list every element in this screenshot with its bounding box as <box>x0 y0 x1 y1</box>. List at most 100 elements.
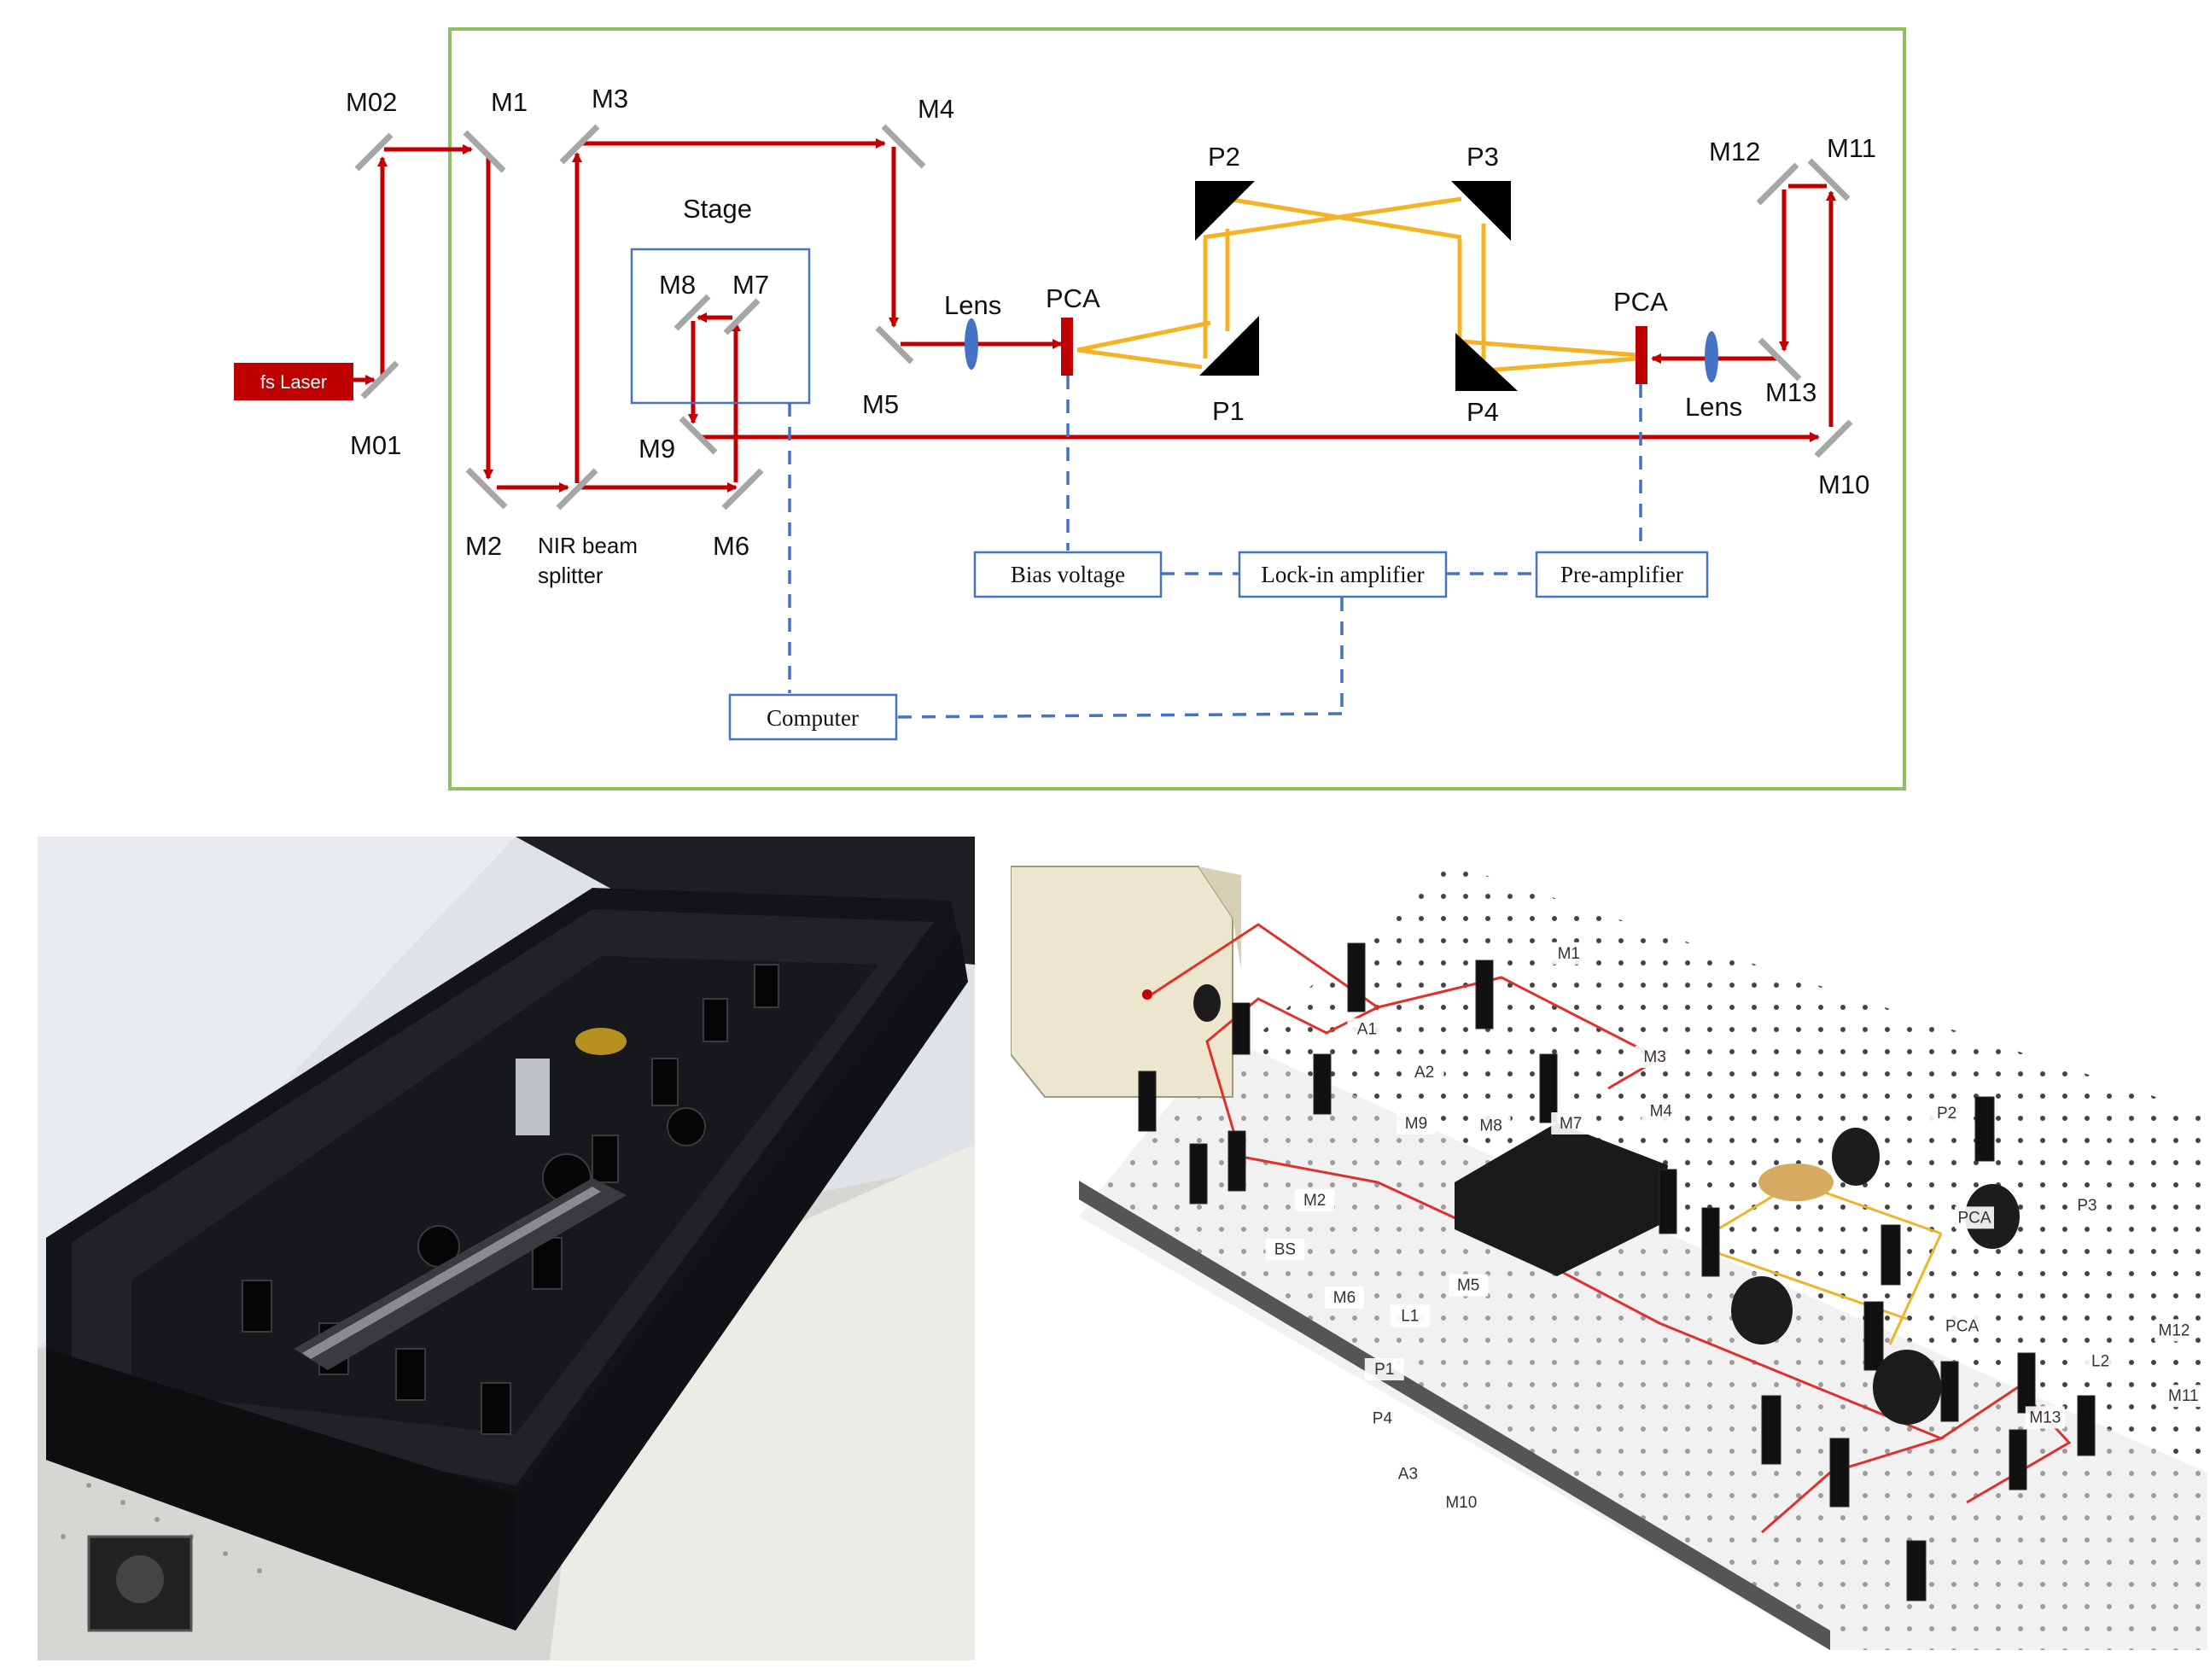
fs-laser <box>234 363 353 400</box>
render-label-m1: M1 <box>1558 945 1580 963</box>
mirror-m3 <box>559 124 600 165</box>
lockin-amplifier-box <box>1238 551 1448 598</box>
render-label-bg <box>1388 1462 1428 1485</box>
mirror-m12 <box>1756 162 1799 206</box>
bias-voltage-label: Bias voltage <box>1011 562 1125 587</box>
setup-photo <box>38 837 975 1660</box>
render-label-m6: M6 <box>1333 1289 1356 1307</box>
lens-detector <box>1705 331 1718 382</box>
pca-detector <box>1636 326 1647 384</box>
render-label-bg <box>2155 1319 2194 1342</box>
render-label-bg <box>1942 1315 1982 1338</box>
lens-label-detector: Lens <box>1685 392 1742 422</box>
label-p3: P3 <box>1467 142 1499 172</box>
render-label-bg <box>1471 1114 1511 1137</box>
render-label-bg <box>1927 1102 1967 1124</box>
label-p2: P2 <box>1208 142 1240 172</box>
render-label-bg <box>1548 942 1589 965</box>
computer-box <box>728 693 898 741</box>
laser-head <box>1011 866 1233 1098</box>
render-label-bg <box>2163 1385 2203 1408</box>
render-label-bg <box>1362 1407 1402 1430</box>
signal-lines <box>788 376 1642 719</box>
render-label-bg <box>1364 1358 1404 1380</box>
render-label-pca: PCA <box>1945 1318 1979 1336</box>
render-label-bg <box>2025 1406 2065 1429</box>
label-m3: M3 <box>592 84 628 114</box>
parabolic-mirror-p3 <box>1451 181 1511 241</box>
label-m5: M5 <box>862 389 899 419</box>
parabolic-mirror-p4 <box>1455 333 1518 391</box>
linear-stage-icon <box>294 1178 627 1370</box>
label-m13: M13 <box>1765 377 1816 407</box>
lens-label-emitter: Lens <box>944 290 1001 320</box>
render-label-bg <box>1265 1238 1305 1261</box>
beam-splitter-label-2: splitter <box>538 563 604 588</box>
render-label-bg <box>2080 1350 2120 1373</box>
render-label-bg <box>1955 1206 1994 1229</box>
preamplifier-label: Pre-amplifier <box>1560 562 1683 587</box>
render-label-m13: M13 <box>2029 1409 2061 1426</box>
render-label-bg <box>2067 1194 2107 1216</box>
render-label-bg <box>1449 1274 1489 1297</box>
label-m02: M02 <box>346 87 397 117</box>
label-m9: M9 <box>639 434 675 464</box>
render-label-m9: M9 <box>1405 1115 1427 1133</box>
label-m10: M10 <box>1818 470 1869 499</box>
mirror-m8 <box>673 294 711 331</box>
label-m01: M01 <box>350 430 401 460</box>
render-label-bg <box>1635 1046 1675 1068</box>
mirror-m2 <box>465 467 508 510</box>
electronics <box>728 551 1709 741</box>
render-label-m2: M2 <box>1303 1192 1326 1210</box>
label-m2: M2 <box>465 531 502 561</box>
render-label-bg <box>1325 1286 1364 1309</box>
render-label-bg <box>1641 1100 1681 1123</box>
render-label-p3: P3 <box>2077 1197 2096 1215</box>
lens-emitter <box>965 318 978 370</box>
render-label-l1: L1 <box>1401 1308 1419 1326</box>
pca-emitter <box>1061 318 1073 376</box>
thz-beam-path <box>1076 196 1638 373</box>
lockin-amplifier-label: Lock-in amplifier <box>1261 562 1424 587</box>
render-label-m10: M10 <box>1445 1494 1477 1512</box>
render-label-bg <box>1295 1189 1335 1211</box>
render-label-m11: M11 <box>2168 1387 2199 1405</box>
delay-stage <box>630 248 811 405</box>
mirror-m6 <box>721 468 764 510</box>
render-label-a1: A1 <box>1357 1021 1377 1039</box>
render-label-bg <box>1347 1018 1387 1041</box>
render-label-m8: M8 <box>1479 1117 1502 1135</box>
mirror-m11 <box>1807 158 1851 201</box>
label-m1: M1 <box>491 87 528 117</box>
label-m7: M7 <box>732 270 769 300</box>
setup-frame <box>448 27 1906 790</box>
mirror-m02 <box>354 132 394 172</box>
render-label-a3: A3 <box>1398 1465 1418 1483</box>
preamplifier-box <box>1535 551 1709 598</box>
render-label-m12: M12 <box>2159 1321 2190 1339</box>
render-label-bg <box>1404 1061 1444 1083</box>
render-label-bg <box>1390 1304 1430 1327</box>
render-label-m3: M3 <box>1643 1048 1665 1066</box>
render-label-a2: A2 <box>1414 1064 1434 1082</box>
mirror-m1 <box>463 130 506 173</box>
nir-beam-splitter <box>556 468 598 510</box>
render-label-bg <box>1551 1112 1591 1135</box>
mirrors <box>354 124 1853 510</box>
mirror-m10 <box>1814 419 1853 458</box>
label-m8: M8 <box>659 270 696 300</box>
label-p4: P4 <box>1467 397 1499 427</box>
render-label-m7: M7 <box>1560 1115 1582 1133</box>
mirror-m9 <box>679 416 718 455</box>
render-label-bg <box>1397 1112 1436 1135</box>
render-label-l2: L2 <box>2091 1352 2109 1370</box>
mirror-m4 <box>881 124 926 169</box>
delay-stage-block <box>1455 1123 1668 1276</box>
render-label-bg <box>1441 1491 1481 1514</box>
parabolic-mirror-p1 <box>1199 316 1259 376</box>
laser-label: fs Laser <box>260 371 327 393</box>
render-label-m5: M5 <box>1457 1277 1479 1295</box>
label-m11: M11 <box>1827 133 1876 163</box>
